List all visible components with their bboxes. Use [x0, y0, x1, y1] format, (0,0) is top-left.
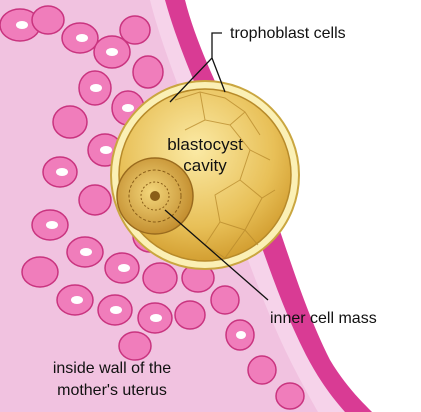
cavity-label-line2: cavity [183, 156, 227, 175]
trophoblast-label: trophoblast cells [230, 25, 346, 42]
blastocyst [111, 81, 299, 269]
cavity-label-line1: blastocyst [167, 135, 243, 154]
inner-mass-label: inner cell mass [270, 310, 377, 327]
uterus-wall-label-line2: mother's uterus [57, 382, 167, 399]
uterus-wall-label-line1: inside wall of the [53, 360, 171, 377]
inner-cell-mass [117, 158, 193, 234]
